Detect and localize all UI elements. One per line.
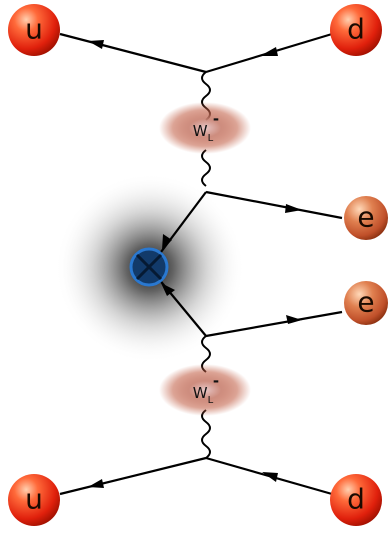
particle-u-top: u xyxy=(8,4,60,56)
svg-text:u: u xyxy=(25,13,43,46)
svg-text:e: e xyxy=(357,201,374,234)
svg-text:d: d xyxy=(347,13,365,46)
lower-w-label: WL xyxy=(193,384,214,406)
svg-text:d: d xyxy=(347,483,365,516)
particle-e-lower: e xyxy=(344,281,388,325)
u-bottom-arrow xyxy=(88,479,104,488)
lower-vertex-arrow xyxy=(161,283,175,296)
e-lower-line xyxy=(205,310,343,338)
lower-w-sup: - xyxy=(213,372,219,390)
e-upper-arrow xyxy=(285,204,302,213)
upper-vertex-arrow xyxy=(162,234,172,250)
lower-w-blob xyxy=(159,364,251,416)
u-top-line xyxy=(59,32,207,74)
particle-e-upper: e xyxy=(344,196,388,240)
svg-text:e: e xyxy=(357,286,374,319)
particle-d-top: d xyxy=(330,4,382,56)
d-bottom-arrow xyxy=(262,472,278,482)
e-upper-line xyxy=(205,190,343,220)
u-bottom-line xyxy=(59,456,207,496)
d-top-arrow xyxy=(260,47,278,56)
particle-d-bottom: d xyxy=(330,474,382,526)
e-lower-arrow xyxy=(286,315,302,324)
particle-u-bottom: u xyxy=(8,474,60,526)
upper-w-label: WL xyxy=(193,122,214,144)
u-top-arrow xyxy=(88,40,104,49)
svg-text:u: u xyxy=(25,483,43,516)
crossed-circle-icon xyxy=(129,247,169,287)
upper-w-blob xyxy=(159,102,251,154)
upper-w-sup: - xyxy=(213,110,219,128)
